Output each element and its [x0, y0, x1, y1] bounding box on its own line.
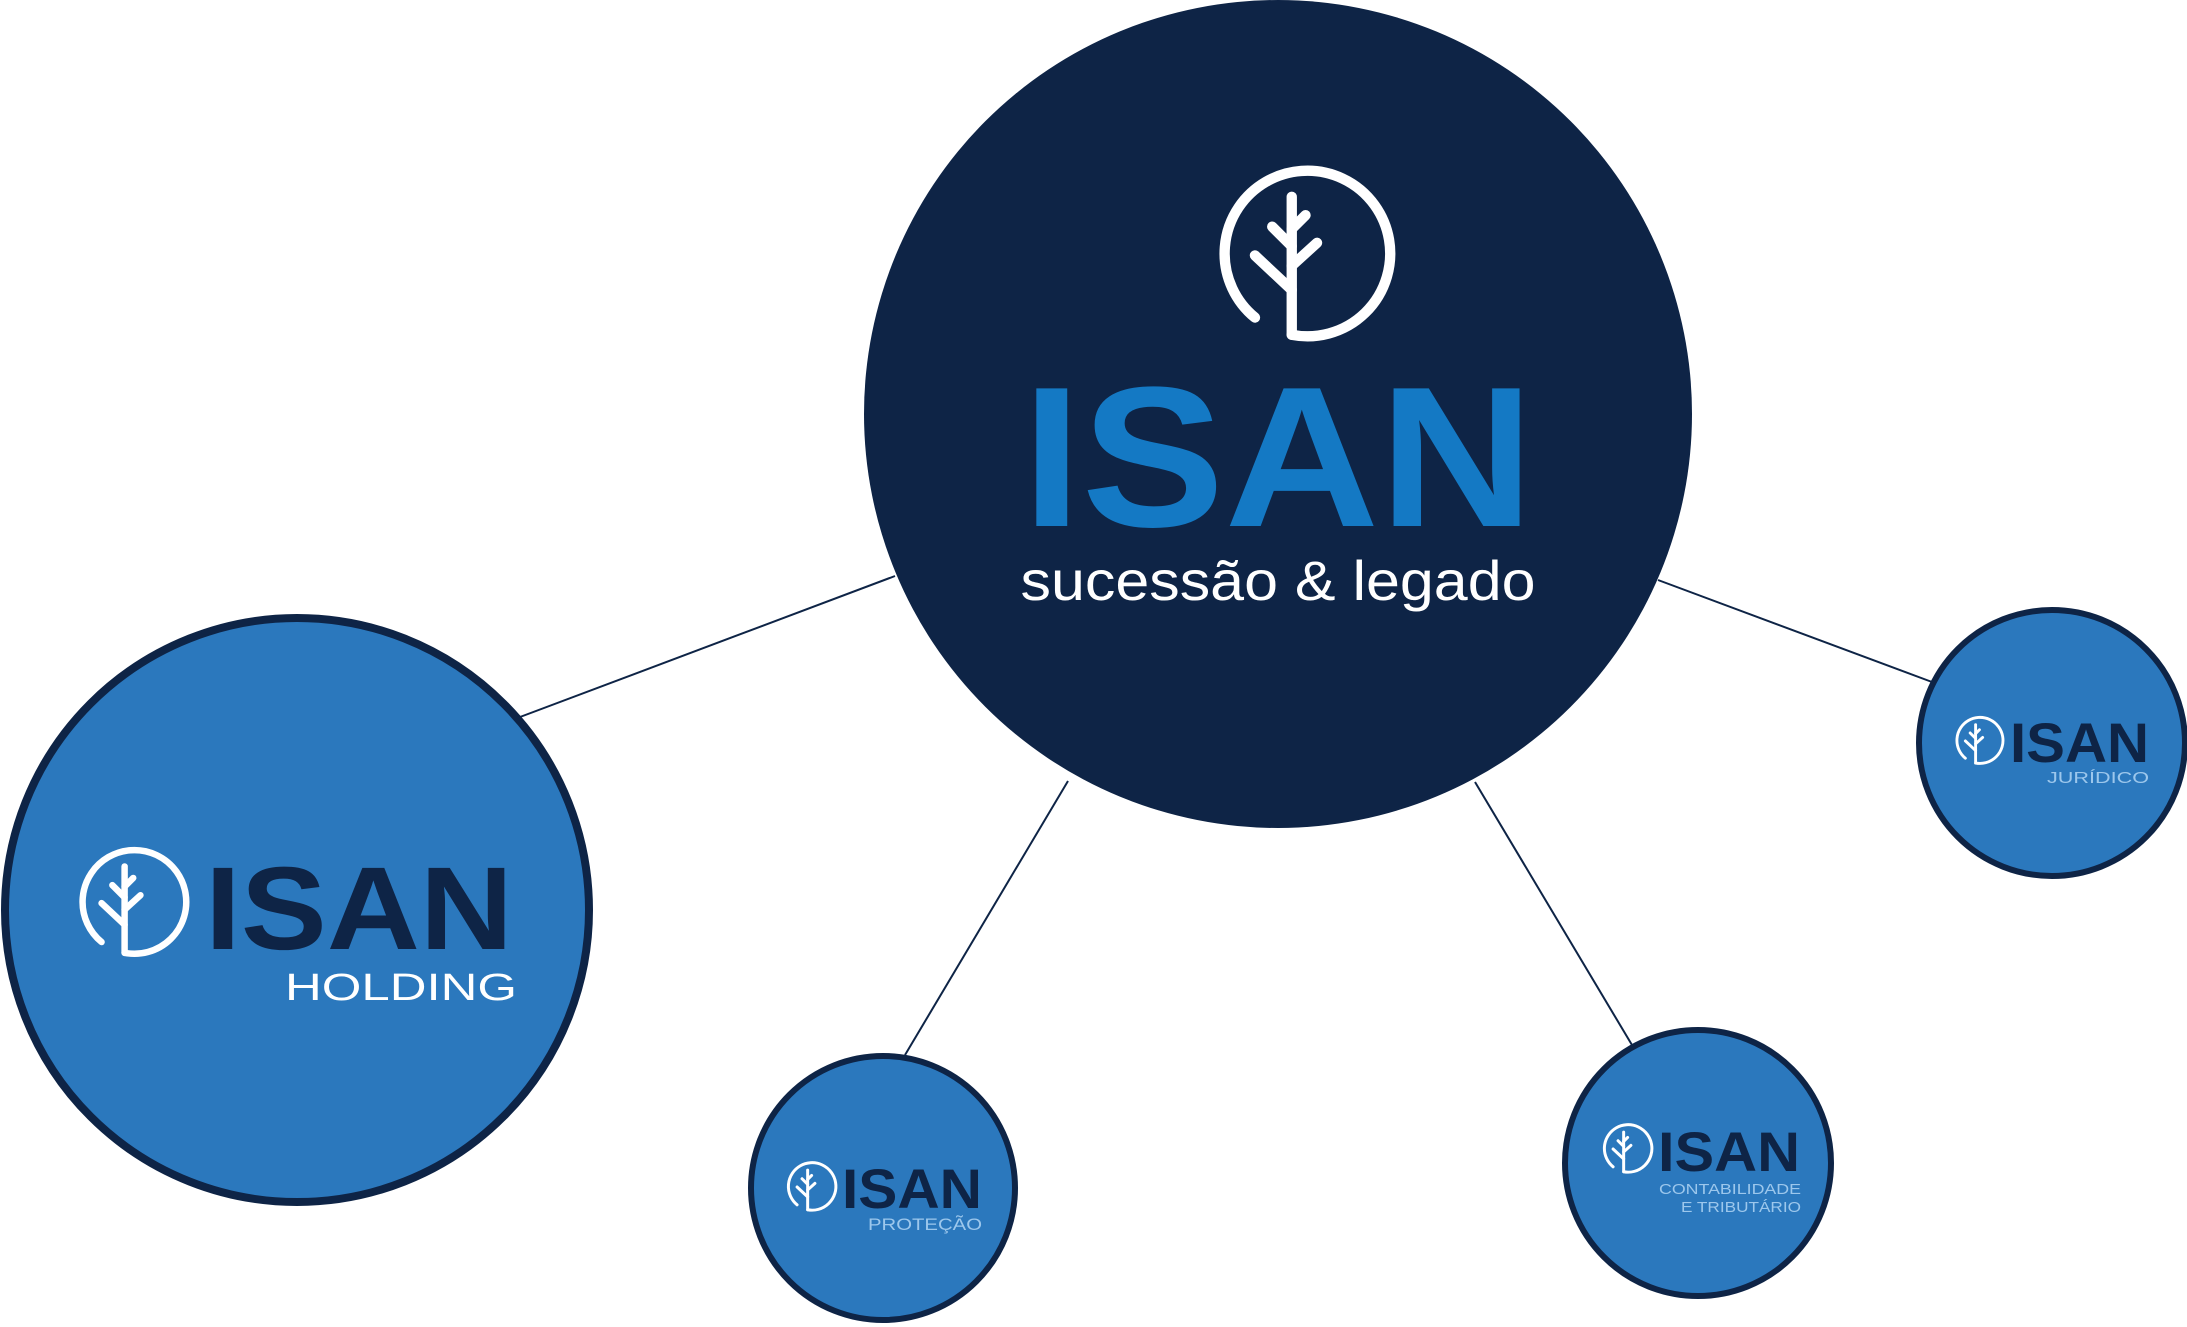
holding-node-circle	[1, 614, 593, 1206]
holding-node-brand: ISAN	[205, 843, 513, 975]
protecao-node: ISAN PROTEÇÃO	[748, 1053, 1018, 1323]
contabilidade-node-brand: ISAN	[1658, 1120, 1800, 1183]
connector-contabilidade	[1474, 781, 1633, 1046]
connector-juridico	[1657, 579, 1933, 683]
juridico-node-circle	[1916, 607, 2187, 879]
holding-node-subtitle: HOLDING	[285, 967, 517, 1009]
main-node-brand: ISAN	[1022, 346, 1534, 569]
main-node-tagline: sucessão & legado	[1021, 549, 1536, 612]
contabilidade-node-subtitle-line1: CONTABILIDADE	[1659, 1181, 1801, 1198]
main-node-circle	[864, 0, 1692, 828]
protecao-node-circle	[748, 1053, 1018, 1323]
protecao-node-brand: ISAN	[842, 1157, 982, 1220]
connector-holding	[519, 575, 896, 718]
connector-protecao	[904, 780, 1069, 1056]
protecao-node-subtitle: PROTEÇÃO	[868, 1215, 982, 1234]
contabilidade-node: ISAN CONTABILIDADE E TRIBUTÁRIO	[1562, 1027, 1834, 1299]
juridico-node: ISAN JURÍDICO	[1916, 607, 2187, 879]
main-node: ISAN sucessão & legado	[864, 0, 1692, 828]
juridico-node-subtitle: JURÍDICO	[2047, 768, 2149, 787]
connectors	[519, 575, 1933, 1056]
contabilidade-node-subtitle-line2: E TRIBUTÁRIO	[1681, 1199, 1801, 1216]
holding-node: ISAN HOLDING	[1, 614, 593, 1206]
juridico-node-brand: ISAN	[2010, 711, 2149, 774]
contabilidade-node-circle	[1562, 1027, 1834, 1299]
